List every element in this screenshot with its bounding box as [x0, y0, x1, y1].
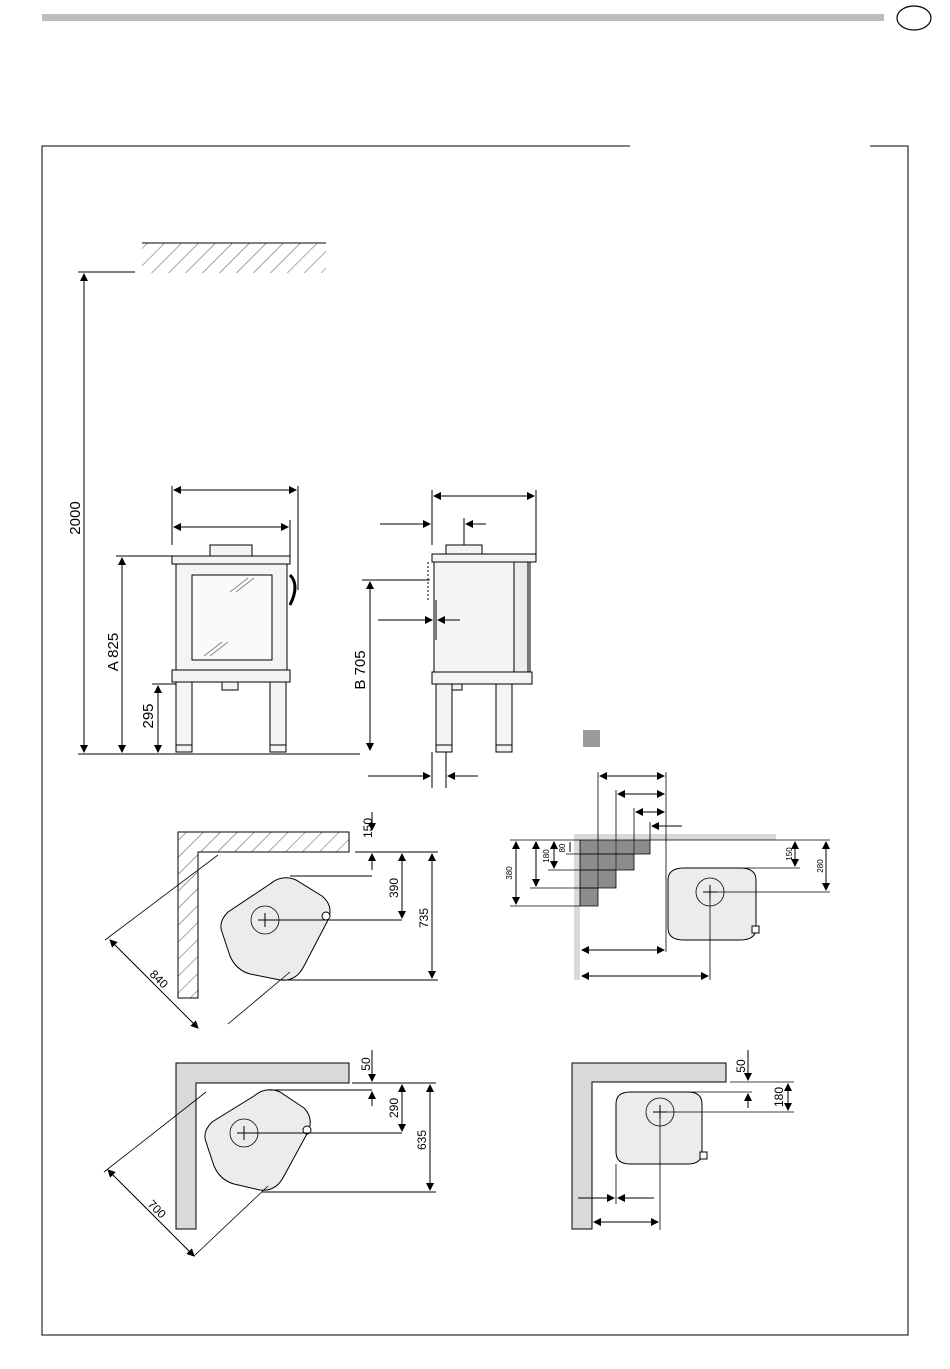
w-150: 150: [785, 847, 794, 861]
c1-735: 735: [417, 908, 431, 928]
c2-635: 635: [415, 1130, 429, 1150]
stove-side: [432, 545, 536, 752]
dim-2000: 2000: [67, 501, 84, 534]
legend-swatch: [583, 730, 600, 747]
w-80: 80: [558, 843, 567, 852]
b-180: 180: [772, 1087, 786, 1107]
c1-150: 150: [361, 818, 375, 838]
c1-840: 840: [147, 967, 171, 991]
header-bar: [42, 14, 884, 21]
c2-290: 290: [387, 1098, 401, 1118]
dim-b705: B 705: [352, 650, 369, 689]
dim-295: 295: [140, 703, 157, 728]
stove-front: [172, 545, 295, 752]
w-280: 280: [816, 859, 825, 873]
c2-700: 700: [145, 1197, 169, 1221]
b-50: 50: [734, 1059, 748, 1073]
ceiling-hatch: [142, 243, 326, 273]
c2-50: 50: [359, 1057, 373, 1071]
language-badge: [897, 6, 931, 30]
back-plan: 50 180: [572, 1050, 794, 1230]
corner-plan-2: 50 290 635 700: [104, 1050, 436, 1256]
w-380: 380: [505, 866, 514, 880]
w-180: 180: [542, 849, 551, 863]
dim-a825: A 825: [105, 633, 122, 671]
wall-plan: 380 180 80 150 280: [505, 772, 830, 980]
c1-390: 390: [387, 878, 401, 898]
frame: [42, 146, 908, 1335]
corner-plan-1: 150 390 735 840: [105, 812, 438, 1028]
